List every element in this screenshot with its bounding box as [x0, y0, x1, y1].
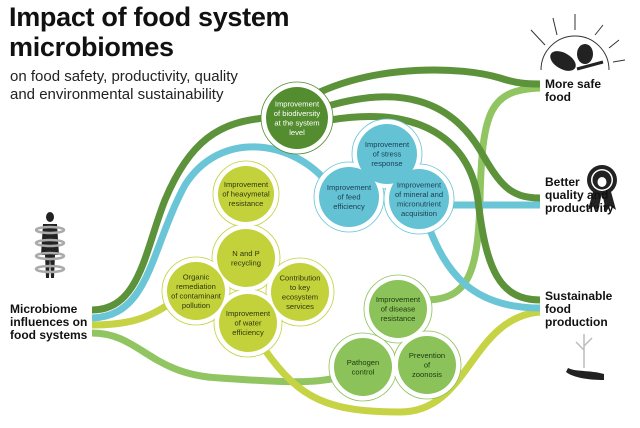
sun-vegetables-icon: [530, 14, 626, 71]
benefit-circle-blue: [319, 167, 379, 227]
flow-dark-green-in: [91, 114, 266, 314]
flow-dark-green-out-1: [318, 66, 541, 96]
benefit-circle-lime: [218, 166, 274, 222]
hand-plant-icon: [566, 334, 604, 380]
source-label: Microbiome influences on food systems: [10, 302, 88, 342]
quality-medal-icon: [587, 165, 617, 212]
benefit-circle-green: [369, 280, 427, 338]
benefit-circle-green: [398, 336, 456, 394]
outcome-safe-food: More safe food: [545, 77, 602, 104]
subtitle: on food safety, productivity, quality an…: [10, 68, 238, 103]
benefit-circle-blue: [389, 169, 449, 229]
benefit-circle-lime: [219, 294, 277, 352]
human-dna-icon: [34, 212, 66, 278]
flow-dark-green-out-3: [329, 113, 541, 304]
benefit-circle-lime: [271, 263, 329, 321]
flow-lime-out: [262, 308, 541, 416]
flow-cyan-out-2: [424, 223, 541, 312]
page-title: Impact of food system microbiomes: [9, 2, 290, 62]
benefit-circle-green: [334, 338, 392, 396]
flow-lime-in: [91, 297, 178, 329]
flow-cyan-in: [91, 143, 328, 322]
flow-mid-green-in: [91, 329, 347, 386]
outcome-sustainable: Sustainable food production: [545, 289, 613, 329]
benefit-circle-lime: [167, 262, 225, 320]
outcome-quality: Better quality and productivity: [545, 175, 614, 215]
benefit-circle-blue: [357, 124, 417, 184]
benefit-circle-lime: [217, 229, 275, 287]
flow-dark-green-out-2: [327, 93, 541, 202]
benefit-circle-biodiversity: [266, 87, 328, 149]
